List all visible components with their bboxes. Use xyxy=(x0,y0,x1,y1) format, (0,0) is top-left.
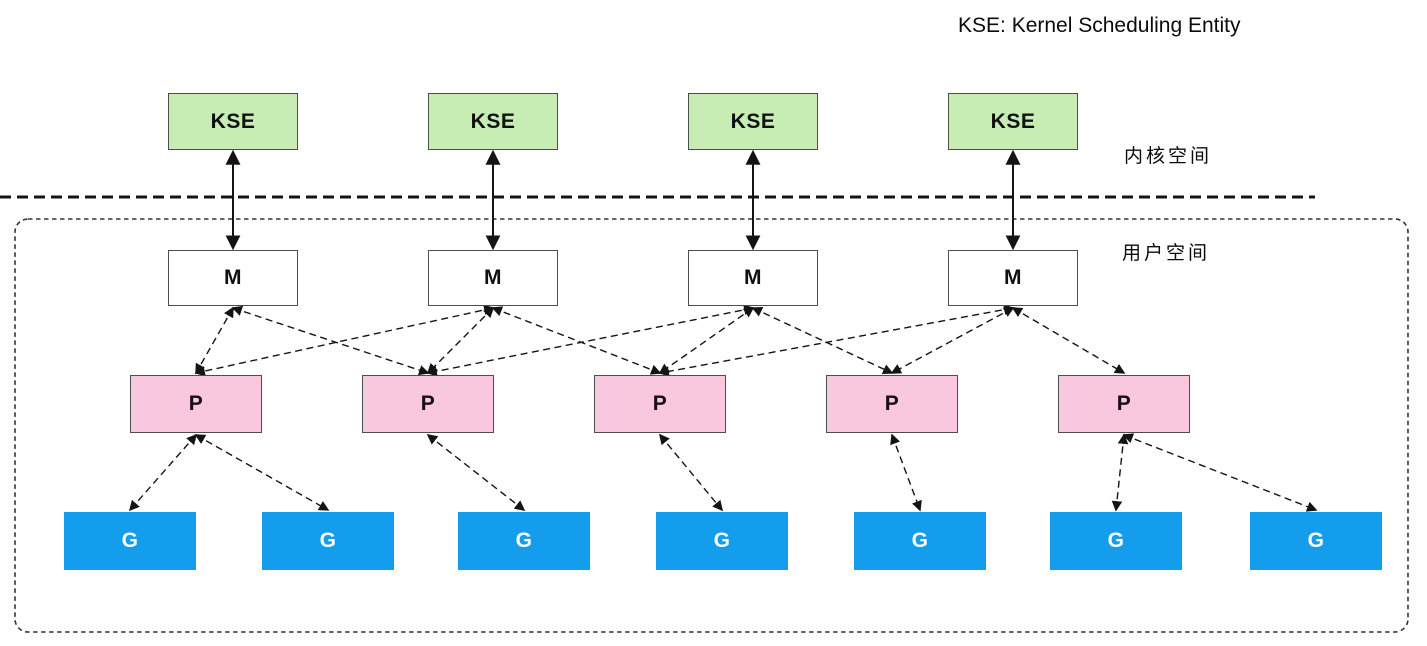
m2-p2-arrow xyxy=(426,306,495,375)
p1-g2-arrow xyxy=(194,434,330,511)
g-box-7: G xyxy=(1250,512,1382,570)
m1-p2-arrow xyxy=(231,305,430,376)
g-box-2: G xyxy=(262,512,394,570)
kse-box-2: KSE xyxy=(428,93,558,150)
user-space-label: 用户空间 xyxy=(1122,243,1211,264)
kse-box-3: KSE xyxy=(688,93,818,150)
p5-g6-arrow xyxy=(1111,433,1129,512)
g-box-1: G xyxy=(64,512,196,570)
g-box-3: G xyxy=(458,512,590,570)
m3-p4-arrow xyxy=(751,307,894,374)
user-space-boundary xyxy=(14,218,1409,633)
p-box-3: P xyxy=(594,375,726,433)
m1-p1-arrow xyxy=(195,306,234,375)
m3-p2-arrow xyxy=(426,304,755,377)
m-box-1: M xyxy=(168,250,298,306)
m-box-2: M xyxy=(428,250,558,306)
kse-box-1: KSE xyxy=(168,93,298,150)
p-box-5: P xyxy=(1058,375,1190,433)
p4-g5-arrow xyxy=(890,433,922,512)
m2-p1-arrow xyxy=(194,304,495,377)
m2-p3-arrow xyxy=(491,306,662,375)
p3-g4-arrow xyxy=(658,433,724,512)
p-box-1: P xyxy=(130,375,262,433)
g-box-4: G xyxy=(656,512,788,570)
p2-g3-arrow xyxy=(426,434,526,511)
m4-p4-arrow xyxy=(890,307,1015,374)
kse-box-4: KSE xyxy=(948,93,1078,150)
m-box-4: M xyxy=(948,250,1078,306)
p5-g7-arrow xyxy=(1122,433,1318,512)
m4-p3-arrow xyxy=(658,304,1015,377)
g-box-6: G xyxy=(1050,512,1182,570)
g-box-5: G xyxy=(854,512,986,570)
m4-p5-arrow xyxy=(1011,307,1126,374)
diagram-title: KSE: Kernel Scheduling Entity xyxy=(958,14,1241,37)
kernel-space-label: 内核空间 xyxy=(1124,146,1213,167)
m-box-3: M xyxy=(688,250,818,306)
p-box-2: P xyxy=(362,375,494,433)
p-box-4: P xyxy=(826,375,958,433)
p1-g1-arrow xyxy=(128,433,198,512)
